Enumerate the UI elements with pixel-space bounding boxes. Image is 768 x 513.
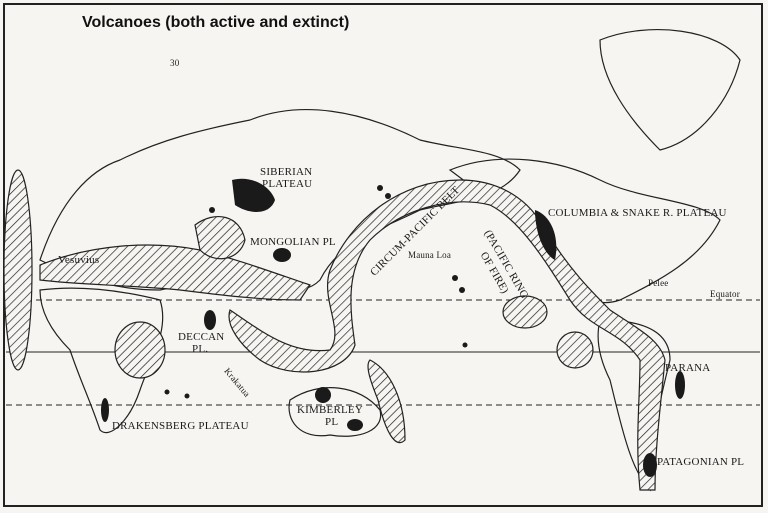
- pacific-island-zone: [502, 295, 548, 329]
- parana-plateau-mark: [675, 371, 685, 399]
- drakensberg-label: DRAKENSBERG PLATEAU: [112, 420, 249, 432]
- volcano-dot: [462, 342, 468, 348]
- mediterranean-himalayan-belt: [39, 244, 311, 301]
- vesuvius-label: Vesuvius: [58, 254, 100, 266]
- volcano-dot: [184, 393, 190, 399]
- deccan-pl-label: PL.: [192, 343, 209, 355]
- deccan-plateau-mark: [204, 310, 216, 330]
- deccan-label: DECCAN: [178, 331, 225, 343]
- mongolian-plateau-label: MONGOLIAN PL: [250, 236, 336, 248]
- pelee-label: Pelee: [648, 278, 669, 288]
- caspian-belt: [194, 216, 246, 260]
- atlantic-belt: [3, 169, 33, 371]
- siberian-plateau-label-2: PLATEAU: [262, 178, 313, 190]
- siberian-plateau-label: SIBERIAN: [260, 166, 313, 178]
- kimberley-plateau-mark: [315, 387, 331, 403]
- volcanic-belts: [3, 169, 666, 491]
- circum-pacific-belt: [228, 179, 666, 491]
- patagonian-label: PATAGONIAN PL: [657, 456, 745, 468]
- parana-label: PARANA: [665, 362, 711, 374]
- africa-outline: [39, 287, 164, 434]
- volcano-dot: [459, 287, 465, 293]
- kimberley-label: KIMBERLEY: [297, 404, 363, 416]
- australia-outline: [288, 387, 382, 437]
- equator-label: Equator: [710, 289, 740, 299]
- volcano-dot: [385, 193, 391, 199]
- volcano-dot: [377, 185, 383, 191]
- patagonian-plateau-mark: [643, 453, 657, 477]
- mauna-loa-label: Mauna Loa: [408, 250, 452, 260]
- mongolian-plateau-mark: [273, 248, 291, 262]
- volcano-dot: [164, 389, 170, 395]
- pacific-island-zone-2: [556, 331, 594, 369]
- island-number-label: 30: [170, 58, 180, 68]
- east-africa-rift-zone: [114, 321, 166, 379]
- columbia-plateau-label: COLUMBIA & SNAKE R. PLATEAU: [548, 207, 727, 219]
- greenland-outline: [599, 29, 741, 151]
- drakensberg-plateau-mark: [101, 398, 109, 422]
- volcano-dot: [209, 207, 215, 213]
- australia-plateau-mark: [347, 419, 363, 431]
- siberian-plateau-mark: [232, 178, 275, 212]
- volcano-dot: [452, 275, 458, 281]
- new-zealand-belt: [367, 359, 406, 444]
- lava-plateaus: [101, 178, 685, 477]
- kimberley-pl-label: PL: [325, 416, 339, 428]
- map-title: Volcanoes (both active and extinct): [82, 14, 350, 31]
- columbia-plateau-mark: [535, 210, 557, 260]
